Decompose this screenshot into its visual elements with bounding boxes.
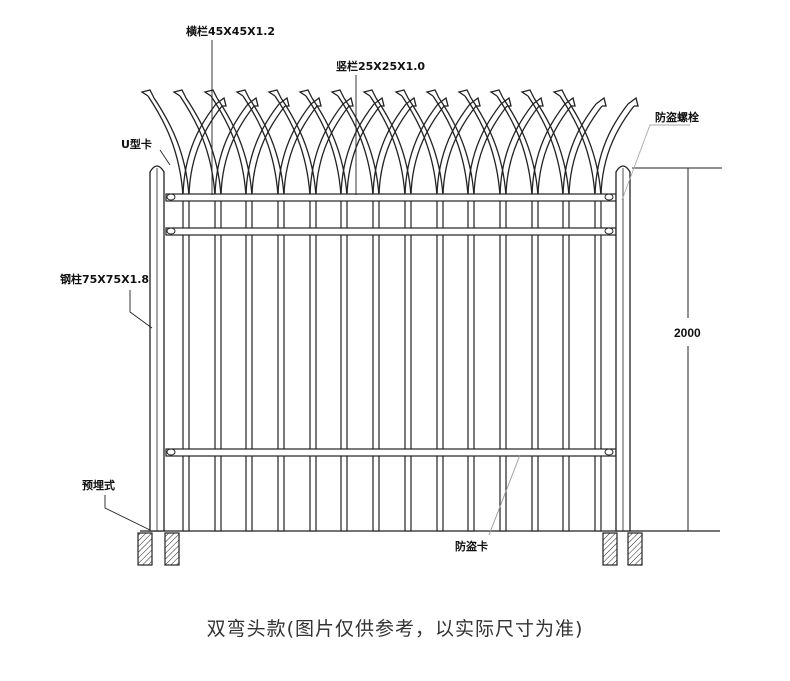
vertical-bar [562, 195, 570, 532]
spear-tip [298, 89, 313, 99]
curved-spear-left [210, 95, 253, 197]
curved-spear-right [594, 103, 635, 197]
spear-tip [595, 96, 607, 107]
curved-spear-right [436, 103, 477, 197]
horizontal-rails [165, 193, 617, 457]
spear-tip [564, 96, 576, 107]
height-dimension-label: 2000 [674, 326, 701, 340]
spear-tip [203, 89, 218, 99]
height-dimension [632, 167, 722, 532]
curved-spear-left [401, 95, 444, 197]
spear-tip [532, 96, 544, 107]
curved-spear-left [337, 95, 380, 197]
curved-spear-left [369, 95, 412, 197]
curved-spear-right [245, 103, 286, 197]
spear-tip [310, 96, 322, 107]
rivet [604, 193, 614, 201]
leader-lines [104, 40, 690, 536]
spear-tip [457, 89, 472, 99]
spear-tip [520, 89, 535, 99]
curved-spear-right [277, 103, 318, 197]
embedded-footings [137, 532, 643, 566]
curved-spear-right [182, 103, 223, 197]
upper-rail [165, 227, 617, 236]
curved-spear-right [467, 103, 508, 197]
spear-tip [362, 89, 377, 99]
spear-tip [235, 89, 250, 99]
vertical-bar [436, 195, 444, 532]
vertical-bar [531, 195, 539, 532]
spear-tip [394, 89, 409, 99]
curved-spear-left [242, 95, 285, 197]
rivet [166, 448, 176, 456]
horizontal-rail-label: 横栏45X45X1.2 [186, 24, 275, 38]
rivet [604, 448, 614, 456]
spear-tip [247, 96, 259, 107]
curved-spear-left [464, 95, 507, 197]
vertical-bar [277, 195, 285, 532]
spear-tip [267, 89, 282, 99]
rivet [166, 193, 176, 201]
double-curved-spear-tops [140, 89, 639, 197]
curved-spear-right [562, 103, 603, 197]
spear-tip [425, 89, 440, 99]
caption: 双弯头款(图片仅供参考，以实际尺寸为准) [206, 618, 584, 640]
curved-spear-right [309, 103, 350, 197]
rivet [166, 227, 176, 235]
anti-theft-clip-label: 防盗卡 [455, 539, 488, 553]
vertical-bar [340, 195, 348, 532]
rail-rivets [166, 193, 614, 456]
u-clip-label: U型卡 [121, 137, 152, 151]
embedded-label: 预埋式 [82, 478, 115, 492]
vertical-bar [467, 195, 475, 532]
spear-tip [489, 89, 504, 99]
right-post [615, 165, 631, 532]
top-rail [165, 193, 617, 202]
curved-spear-right [340, 103, 381, 197]
steel-post-label: 钢柱75X75X1.8 [60, 272, 149, 286]
curved-spear-right [531, 103, 572, 197]
curved-spear-right [214, 103, 255, 197]
curved-spear-left [559, 95, 602, 197]
curved-spear-left [305, 95, 348, 197]
spear-tip [342, 96, 354, 107]
spear-tip [627, 96, 639, 107]
curved-spear-right [372, 103, 413, 197]
vertical-bar [309, 195, 317, 532]
spear-tip [140, 89, 155, 99]
spear-tip [552, 89, 567, 99]
anti-theft-bolt-label: 防盗螺栓 [655, 110, 699, 124]
bottom-rail [165, 448, 617, 457]
curved-spear-left [527, 95, 570, 197]
left-post [149, 165, 165, 532]
spear-tip [469, 96, 481, 107]
vertical-bar-label: 竖栏25X25X1.0 [336, 59, 425, 73]
curved-spear-left [274, 95, 317, 197]
vertical-bar [245, 195, 253, 532]
spear-tip [172, 89, 187, 99]
curved-spear-right [499, 103, 540, 197]
curved-spear-left [496, 95, 539, 197]
vertical-bars [182, 195, 602, 532]
vertical-bar [214, 195, 222, 532]
spear-tip [215, 96, 227, 107]
curved-spear-left [179, 95, 222, 197]
rivet [604, 227, 614, 235]
vertical-bar [594, 195, 602, 532]
vertical-bar [499, 195, 507, 532]
curved-spear-left [432, 95, 475, 197]
vertical-bar [404, 195, 412, 532]
fence-diagram: 2000 横栏45X45X1.2 竖栏25X25X1.0 防盗螺栓 U型卡 钢柱… [60, 24, 722, 566]
spear-tip [330, 89, 345, 99]
vertical-bar [182, 195, 190, 532]
vertical-bar [372, 195, 380, 532]
curved-spear-right [404, 103, 445, 197]
curved-spear-left [147, 95, 190, 197]
spear-tip [437, 96, 449, 107]
